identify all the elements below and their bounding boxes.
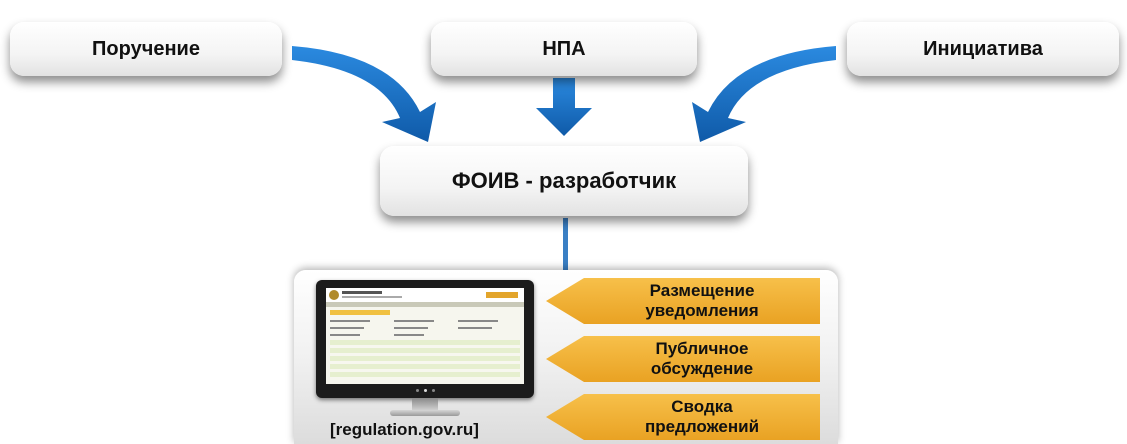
stage-tag-summary: Сводка предложений [546, 394, 820, 440]
screen-table [330, 340, 520, 380]
emblem-icon [329, 290, 339, 300]
stage-label-discussion: Публичное обсуждение [650, 339, 754, 378]
curved-arrow-left [292, 46, 436, 142]
source-label-order: Поручение [92, 37, 200, 60]
screen-grid [330, 318, 520, 338]
down-arrow-middle [536, 78, 592, 136]
monitor-stand [390, 410, 460, 416]
portal-panel: [regulation.gov.ru] Размещение уведомлен… [294, 270, 838, 444]
portal-url: [regulation.gov.ru] [330, 420, 479, 439]
screen-nav [326, 302, 524, 307]
stage-label-summary: Сводка предложений [644, 397, 760, 436]
monitor-neck [412, 398, 438, 410]
source-box-npa: НПА [431, 22, 697, 76]
curved-arrow-right [692, 46, 836, 142]
source-box-order: Поручение [10, 22, 282, 76]
stage-tag-discussion: Публичное обсуждение [546, 336, 820, 382]
stage-tag-notification: Размещение уведомления [546, 278, 820, 324]
screen-button [486, 292, 518, 298]
screen-subtitle-line [342, 296, 402, 298]
connector-line [563, 218, 568, 270]
developer-box: ФОИВ - разработчик [380, 146, 748, 216]
source-box-initiative: Инициатива [847, 22, 1119, 76]
screen-highlight [330, 310, 390, 315]
screen-pager [412, 388, 442, 394]
source-label-npa: НПА [542, 37, 586, 60]
screen-title-line [342, 291, 382, 294]
source-label-initiative: Инициатива [923, 37, 1043, 60]
portal-screenshot [326, 288, 524, 384]
monitor-icon [316, 280, 534, 418]
monitor-bezel [316, 280, 534, 398]
stage-label-notification: Размещение уведомления [645, 281, 759, 320]
developer-label: ФОИВ - разработчик [451, 168, 677, 193]
